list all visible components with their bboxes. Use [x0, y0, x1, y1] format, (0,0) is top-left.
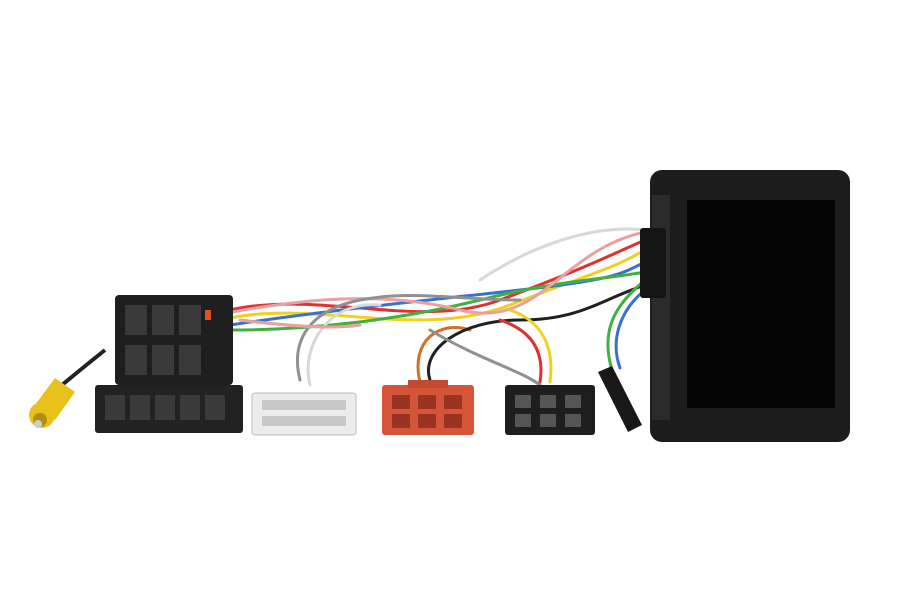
module-plug — [640, 228, 666, 298]
wire-bundle — [228, 227, 647, 387]
wire — [478, 227, 647, 282]
wire — [428, 328, 542, 387]
wire — [238, 318, 362, 329]
wire — [508, 308, 553, 384]
wire — [498, 318, 543, 384]
white-connector — [251, 392, 357, 436]
wire — [296, 294, 522, 382]
wire — [427, 283, 647, 382]
red-iso-connector — [382, 380, 474, 435]
interface-module-box — [640, 170, 850, 442]
module-face — [687, 200, 835, 408]
wire — [228, 238, 647, 314]
small-black-plug — [598, 366, 642, 432]
wire — [606, 278, 647, 372]
black-quadlock-connector — [95, 295, 243, 433]
wire — [614, 288, 647, 370]
wire — [230, 230, 647, 315]
black-iso-connector — [505, 385, 595, 435]
rca-plug — [29, 378, 75, 428]
wire — [228, 260, 647, 327]
rca-cable — [60, 348, 107, 387]
wire — [228, 270, 647, 332]
wire — [416, 325, 472, 384]
